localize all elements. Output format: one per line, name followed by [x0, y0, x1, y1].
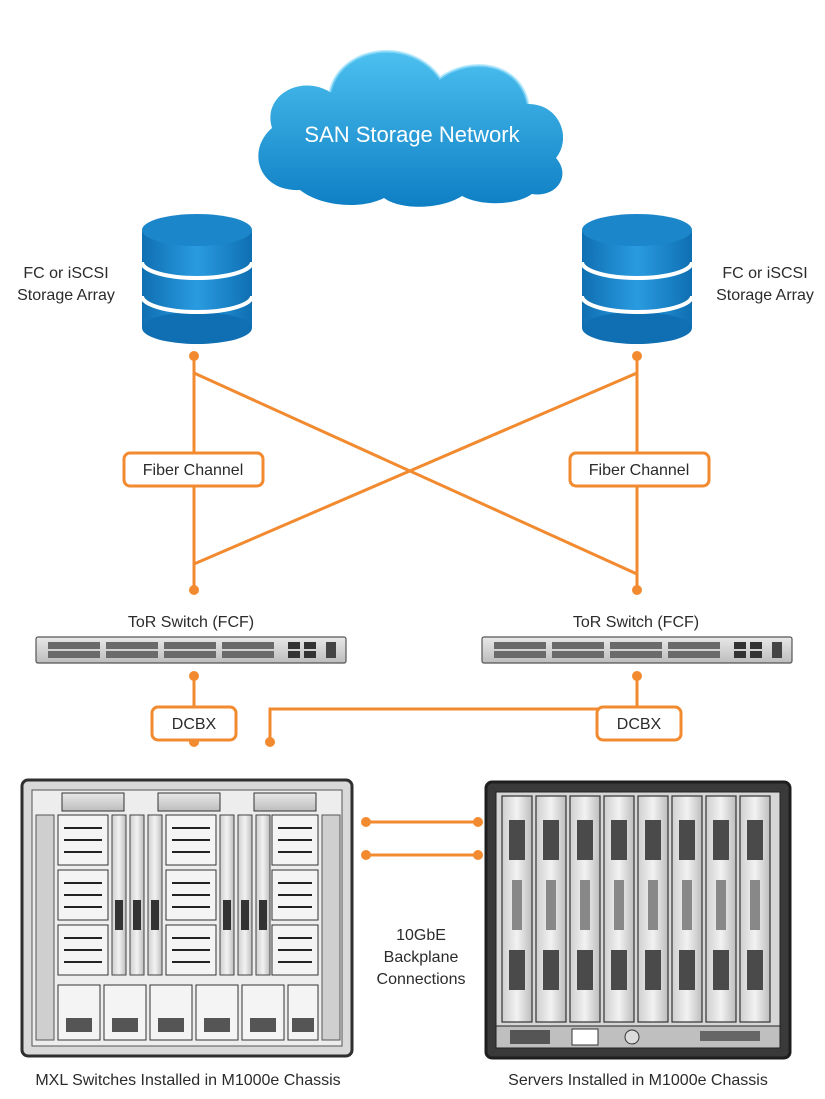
fiber-channel-right-box: Fiber Channel [568, 451, 711, 488]
tor-right-label: ToR Switch (FCF) [573, 614, 699, 631]
fiber-right-label: Fiber Channel [589, 462, 690, 479]
dcbx-left-box: DCBX [150, 705, 238, 742]
storage-array-right-icon [580, 214, 694, 344]
cloud-label: SAN Storage Network [304, 122, 520, 147]
dcbx-right-box: DCBX [595, 705, 683, 742]
dcbx-right-label: DCBX [617, 716, 662, 733]
san-cloud: SAN Storage Network [258, 49, 564, 207]
dcbx-left-label: DCBX [172, 716, 217, 733]
dcbx-link-dots [189, 671, 642, 747]
storage-left-line2: Storage Array [17, 287, 115, 304]
fiber-link-dots [189, 351, 642, 595]
mxl-chassis-caption: MXL Switches Installed in M1000e Chassis [35, 1072, 340, 1089]
storage-left-line1: FC or iSCSI [23, 265, 108, 282]
server-chassis-caption: Servers Installed in M1000e Chassis [508, 1072, 768, 1089]
mxl-chassis-icon [20, 778, 354, 1058]
backplane-links [366, 820, 478, 857]
tor-switch-right-icon [481, 636, 793, 664]
storage-right-line2: Storage Array [716, 287, 814, 304]
backplane-line3: Connections [377, 971, 466, 988]
storage-right-line1: FC or iSCSI [722, 265, 807, 282]
fiber-channel-left-box: Fiber Channel [122, 451, 265, 488]
dcbx-links [192, 676, 639, 742]
storage-array-left-icon [140, 214, 254, 344]
backplane-link-dots [361, 817, 483, 860]
backplane-line1: 10GbE [396, 927, 446, 944]
backplane-line2: Backplane [384, 949, 459, 966]
server-chassis-icon [484, 780, 792, 1060]
tor-switch-left-icon [35, 636, 347, 664]
fiber-left-label: Fiber Channel [143, 462, 244, 479]
tor-left-label: ToR Switch (FCF) [128, 614, 254, 631]
